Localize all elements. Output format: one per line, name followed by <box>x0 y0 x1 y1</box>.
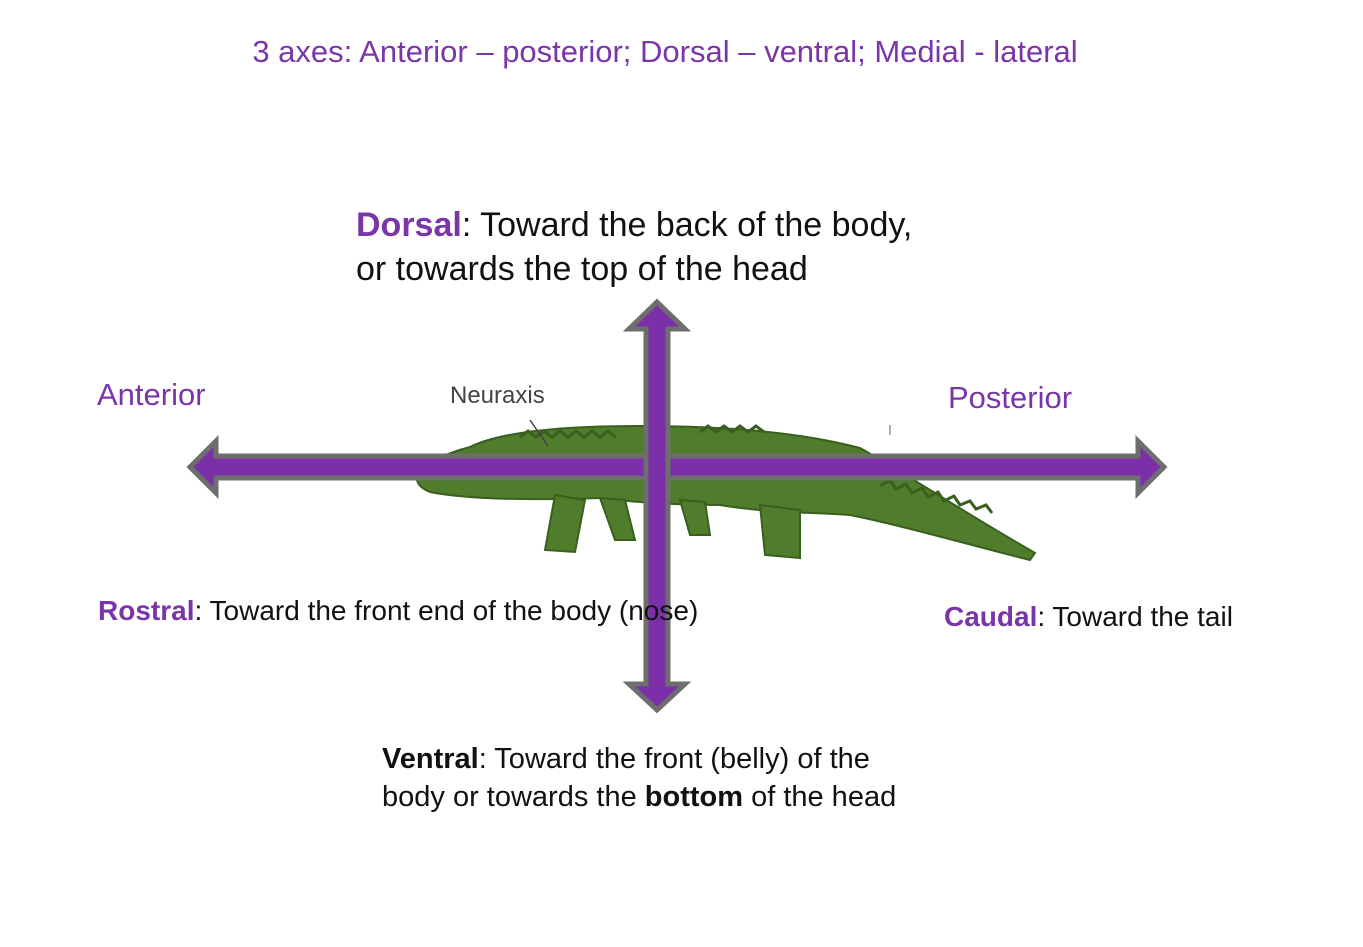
neuraxis-label: Neuraxis <box>450 382 545 409</box>
ventral-line2-post: of the head <box>743 781 897 813</box>
crocodile-body <box>416 424 1037 562</box>
crocodile-scales <box>519 424 765 439</box>
dorsal-definition: Dorsal: Toward the back of the body, or … <box>356 203 912 291</box>
horizontal-arrow <box>186 434 1168 500</box>
dorsal-line2: or towards the top of the head <box>356 250 808 288</box>
neuraxis-pointer <box>529 419 549 447</box>
ventral-definition: Ventral: Toward the front (belly) of the… <box>382 740 896 816</box>
ventral-term: Ventral <box>382 743 479 775</box>
ventral-line2-bold: bottom <box>644 781 744 813</box>
rostral-desc: : Toward the front end of the body (nose… <box>194 595 699 626</box>
caudal-desc: : Toward the tail <box>1037 601 1233 632</box>
caudal-definition: Caudal: Toward the tail <box>944 601 1233 633</box>
crocodile-tail-scales <box>879 477 994 514</box>
crocodile-hind-leg-2 <box>678 498 712 536</box>
crocodile-front-leg <box>543 493 587 554</box>
anterior-label: Anterior <box>97 377 206 412</box>
posterior-label: Posterior <box>948 380 1073 415</box>
page-title: 3 axes: Anterior – posterior; Dorsal – v… <box>252 34 1078 69</box>
vertical-arrow <box>622 298 692 714</box>
dorsal-line1: : Toward the back of the body, <box>461 206 913 244</box>
caudal-term: Caudal <box>944 601 1038 632</box>
crocodile-front-leg-2 <box>598 496 637 541</box>
dorsal-term: Dorsal <box>356 206 462 244</box>
rostral-term: Rostral <box>98 595 195 626</box>
ventral-line1: : Toward the front (belly) of the <box>478 743 870 775</box>
rostral-definition: Rostral: Toward the front end of the bod… <box>98 595 698 627</box>
crocodile-illustration <box>416 424 1037 562</box>
crocodile-hind-leg <box>758 503 801 560</box>
ventral-line2-pre: body or towards the <box>382 781 645 813</box>
